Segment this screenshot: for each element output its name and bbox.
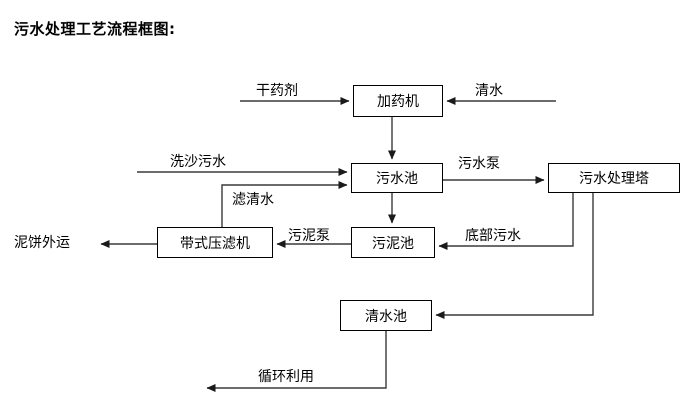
wire-clear-water-pool-to-recycle xyxy=(206,331,387,392)
node-belt-filter-press[interactable]: 带式压滤机 xyxy=(157,227,273,258)
wire-tower-bottom-to-sludge-pool xyxy=(438,193,574,250)
edge-label-filtered-clear-water: 滤清水 xyxy=(232,192,274,208)
wire-tower-to-clear-water-pool xyxy=(435,193,594,319)
node-sludge-pool[interactable]: 污泥池 xyxy=(351,227,435,258)
terminal-label-mud-cake-transport: 泥饼外运 xyxy=(14,235,70,251)
terminal-label-dry-chemical: 干药剂 xyxy=(256,83,298,99)
node-label: 污泥池 xyxy=(372,235,414,252)
node-treatment-tower[interactable]: 污水处理塔 xyxy=(548,163,680,193)
node-label: 带式压滤机 xyxy=(180,235,250,252)
edge-label-wastewater-pump: 污水泵 xyxy=(458,156,500,172)
node-clear-water-pool[interactable]: 清水池 xyxy=(340,300,432,331)
node-label: 污水处理塔 xyxy=(579,171,649,187)
page-title: 污水处理工艺流程框图: xyxy=(14,20,176,38)
terminal-label-sand-wash-wastewater: 洗沙污水 xyxy=(170,154,226,170)
wire-filtered-water-to-wastewater-pool xyxy=(221,181,348,227)
terminal-label-clean-water: 清水 xyxy=(475,83,503,99)
node-dosing-machine[interactable]: 加药机 xyxy=(353,85,443,117)
edge-label-sludge-pump: 污泥泵 xyxy=(288,228,330,244)
node-label: 污水池 xyxy=(376,171,418,187)
edge-label-bottom-wastewater: 底部污水 xyxy=(465,228,521,244)
node-label: 加药机 xyxy=(377,94,419,110)
terminal-label-recycle-reuse: 循环利用 xyxy=(258,369,314,385)
node-wastewater-pool[interactable]: 污水池 xyxy=(351,163,443,193)
node-label: 清水池 xyxy=(365,308,407,325)
